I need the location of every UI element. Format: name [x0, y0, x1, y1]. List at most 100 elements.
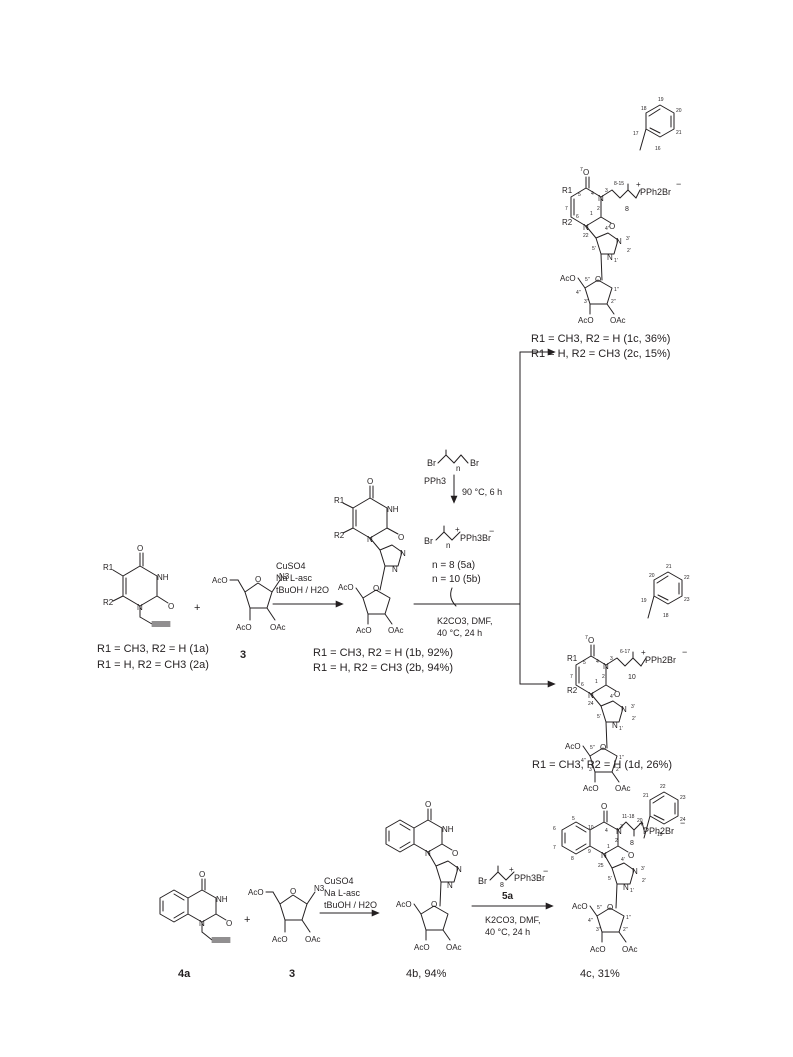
- num-7a: 7: [580, 167, 583, 173]
- num-d-3p: 3': [631, 704, 635, 710]
- num-7b: 7: [565, 206, 568, 212]
- num-c-4: 4: [605, 828, 608, 834]
- arrowhead-4: [545, 902, 554, 910]
- atom-n-3d: N: [603, 662, 609, 671]
- num-c-23: 23: [680, 795, 686, 801]
- num-d-19: 19: [641, 598, 647, 604]
- atom-br-right: Br: [470, 458, 479, 468]
- atom-r2c: R2: [562, 218, 573, 227]
- num-5pp: 5'': [585, 277, 590, 283]
- atom-n-1c: N: [583, 223, 589, 232]
- compound-1a-label: R1 = CH3, R2 = H (1a): [97, 643, 209, 655]
- minus-4c2: −: [680, 818, 685, 828]
- atom-oac-2b: OAc: [388, 626, 404, 635]
- compound-2a-label: R1 = H, R2 = CH3 (2a): [97, 659, 209, 671]
- atom-n1-triazole-d: N: [612, 721, 618, 730]
- chain-count-d: 10: [628, 674, 636, 681]
- compound-3-label-row2: 3: [289, 968, 295, 980]
- minus-d: −: [682, 647, 687, 657]
- compound-4b-label: 4b, 94%: [406, 968, 447, 980]
- atom-n-4b2: N: [425, 849, 431, 858]
- num-22: 22: [583, 233, 589, 239]
- atom-oac-2-4b2: OAc: [446, 943, 462, 952]
- atom-n-4a: N: [199, 919, 205, 928]
- arrowhead-bottom: [547, 680, 556, 688]
- compound-1b-2b-structure: O NH O N R1 R2 N N AcO O AcO OAc: [334, 477, 406, 635]
- num-c-8: 8: [571, 856, 574, 862]
- atom-aco-r2: AcO: [248, 888, 264, 897]
- num-c-1pp: 1'': [626, 915, 631, 921]
- atom-nh-3: NH: [157, 573, 169, 582]
- num-d-3pp: 3'': [589, 767, 594, 773]
- atom-o-4a: O: [199, 870, 205, 879]
- atom-n-triazole-c: N: [616, 237, 622, 246]
- num-c-5p: 5': [608, 876, 612, 882]
- reagent-na-asc-r2: Na L-asc: [324, 888, 361, 898]
- phosphonium-salt-structure: Br PPh3Br + − n: [424, 525, 494, 550]
- num-d-1pp: 1'': [619, 755, 624, 761]
- arrowhead-1: [335, 600, 344, 608]
- atom-n1-triazole-c: N: [607, 253, 613, 262]
- plus-4c2: +: [639, 819, 644, 828]
- reagent-solvent-r2: tBuOH / H2O: [324, 900, 377, 910]
- arrowhead-top: [547, 348, 556, 356]
- num-c-2p: 2': [642, 878, 646, 884]
- salt-5a-label: 5a: [502, 891, 514, 902]
- atom-triazole-n: N: [400, 549, 406, 558]
- salt-minus: −: [489, 526, 494, 536]
- atom-oac-2d: OAc: [615, 784, 631, 793]
- num-d-7b: 7: [570, 674, 573, 680]
- num-d-5p: 5': [597, 714, 601, 720]
- num-d-22: 22: [684, 575, 690, 581]
- num-c-5pp: 5'': [597, 905, 602, 911]
- atom-o-4: O: [137, 544, 143, 553]
- num-c-24: 24: [680, 817, 686, 823]
- num-21: 21: [676, 130, 682, 136]
- reagent-cuso4: CuSO4: [276, 561, 306, 571]
- compound-4c-structure: O N O N PPh2Br + − 8 N N AcO O AcO OAc 5…: [553, 784, 686, 954]
- atom-n3: N3: [279, 572, 290, 581]
- atom-o-ring: O: [255, 575, 261, 584]
- salt-option-5a: n = 8 (5a): [432, 560, 475, 571]
- num-1p: 1': [614, 258, 618, 264]
- num-16: 16: [655, 146, 661, 152]
- compound-4b-structure: O NH O N N N AcO O AcO OAc: [385, 800, 462, 952]
- atom-n1-tri-4c2: N: [623, 883, 629, 892]
- num-2pp: 2'': [611, 299, 616, 305]
- reagent-temp-1: 90 °C, 6 h: [462, 487, 502, 497]
- atom-o-4b2: O: [425, 800, 431, 809]
- minus-5a: −: [543, 866, 548, 876]
- atom-n-3c: N: [598, 194, 604, 203]
- curved-arrow: [450, 587, 457, 607]
- atom-n-triazole-d: N: [621, 705, 627, 714]
- atom-o-ring-4b2: O: [431, 900, 437, 909]
- num-d-4: 4: [596, 659, 599, 665]
- compound-1b-label: R1 = CH3, R2 = H (1b, 92%): [313, 647, 453, 659]
- num-d-5pp: 5'': [590, 745, 595, 751]
- compound-3-label: 3: [240, 649, 246, 661]
- num-d-2p: 2': [632, 716, 636, 722]
- num-18: 18: [641, 106, 647, 112]
- atom-n-1b: N: [367, 535, 373, 544]
- atom-o-ring-b: O: [373, 584, 379, 593]
- reagent-solvent: tBuOH / H2O: [276, 585, 329, 595]
- atom-o-4c2: O: [601, 802, 607, 811]
- reagent-cuso4-r2: CuSO4: [324, 876, 354, 886]
- num-d-6: 6: [581, 682, 584, 688]
- atom-nh-4b2: NH: [442, 825, 454, 834]
- num-1: 1: [590, 211, 593, 217]
- num-d-4p: 4': [610, 694, 614, 700]
- compound-2b-label: R1 = H, R2 = CH3 (2b, 94%): [313, 662, 453, 674]
- reagent-temp-r2: 40 °C, 24 h: [485, 927, 530, 937]
- salt-n: n: [446, 541, 450, 550]
- compound-4c-label: 4c, 31%: [580, 968, 620, 980]
- atom-aco: AcO: [212, 576, 228, 585]
- num-c-22: 22: [660, 784, 666, 790]
- atom-oac-3: AcO: [236, 623, 252, 632]
- atom-oac-2-4c2: OAc: [622, 945, 638, 954]
- atom-aco-d: AcO: [565, 742, 581, 751]
- plus-sign-2: +: [244, 914, 250, 926]
- num-c-9: 9: [588, 849, 591, 855]
- atom-br-left: Br: [427, 458, 436, 468]
